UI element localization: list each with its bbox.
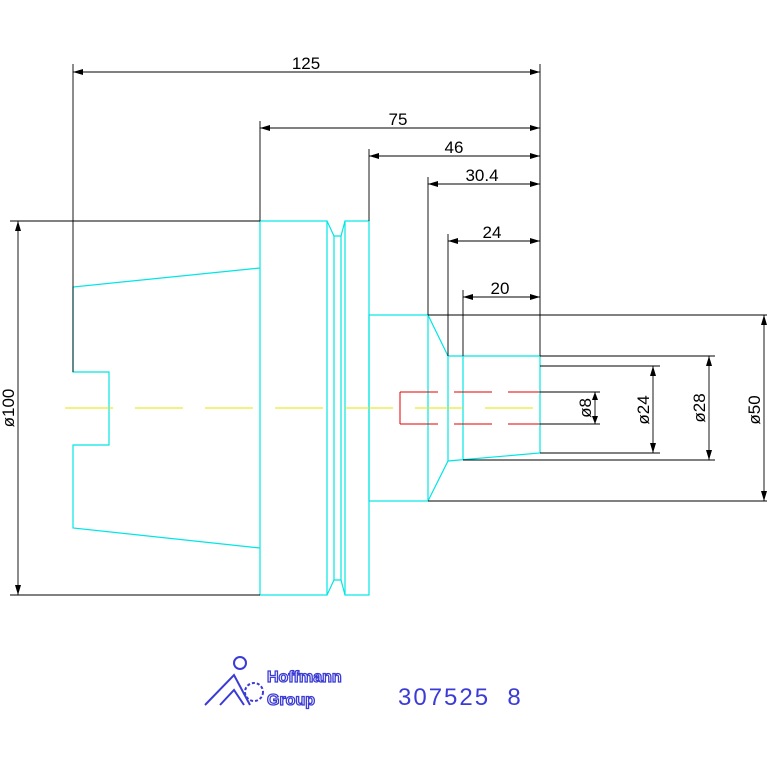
hidden-bore <box>399 391 540 425</box>
brand-line-2: Group <box>267 692 315 709</box>
v-groove-bottom <box>326 579 346 596</box>
dim-125: 125 <box>292 54 320 73</box>
dim-30-4: 30.4 <box>465 166 498 185</box>
dim-20: 20 <box>491 279 510 298</box>
flange <box>259 220 328 596</box>
brand-line-1: Hoffmann <box>267 669 342 686</box>
logo-icon <box>204 656 264 706</box>
dim-75: 75 <box>389 110 408 129</box>
brand-logo: Hoffmann Group <box>204 656 342 710</box>
v-groove-top <box>326 220 346 237</box>
dim-24: 24 <box>483 223 502 242</box>
dim-dia-28: ø28 <box>690 393 709 422</box>
dim-dia-50: ø50 <box>745 395 764 424</box>
part-outline <box>72 220 541 596</box>
dim-46: 46 <box>445 138 464 157</box>
dimension-lines <box>10 64 767 596</box>
dim-dia-24: ø24 <box>634 395 653 424</box>
part-number: 307525 8 <box>398 684 523 711</box>
dim-dia-100: ø100 <box>0 389 18 428</box>
cone-nose <box>427 314 541 502</box>
dim-dia-8: ø8 <box>576 398 595 418</box>
arrowheads <box>15 69 767 595</box>
